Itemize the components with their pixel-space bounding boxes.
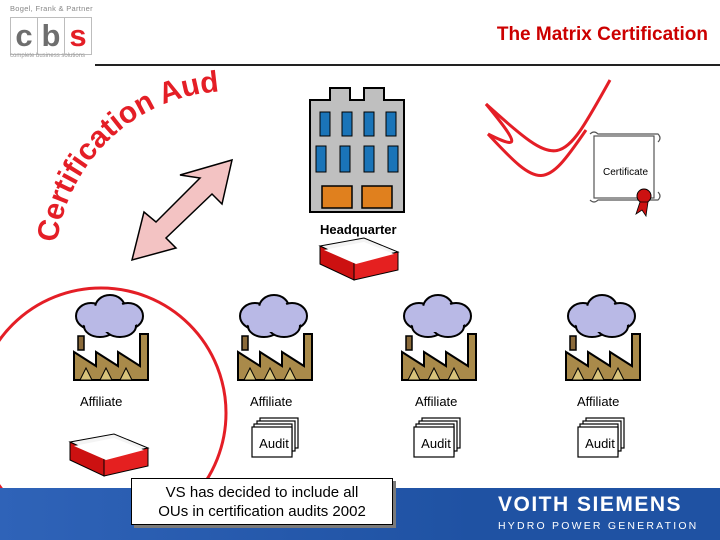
footer-brand: VOITH SIEMENS [498, 493, 683, 516]
audit-label-4: Audit [585, 436, 615, 451]
audit-doc-4: Audit [578, 425, 622, 455]
affiliate-label-4: Affiliate [577, 394, 620, 409]
audit-doc-3: Audit [414, 425, 458, 455]
headquarter-label: Headquarter [320, 222, 397, 237]
header-divider [95, 64, 720, 66]
callout-line-2: OUs in certification audits 2002 [158, 503, 366, 520]
logo-company-name: Bogel, Frank & Partner [10, 4, 93, 13]
audit-label-2: Audit [259, 436, 289, 451]
connector-right [485, 79, 612, 153]
hq-manual-book-icon [319, 237, 399, 281]
affiliate-label-1: Affiliate [80, 394, 123, 409]
affiliate-factory-3 [401, 294, 477, 381]
footer-tagline: HYDRO POWER GENERATION [498, 520, 699, 532]
affiliate-label-3: Affiliate [415, 394, 458, 409]
affiliate-label-2: Affiliate [250, 394, 293, 409]
audit-label-3: Audit [421, 436, 451, 451]
audit-doc-2: Audit [252, 425, 296, 455]
logo-tagline: complete business solutions [10, 53, 86, 59]
affiliate-factory-4 [565, 294, 641, 381]
connector-right-inner [486, 129, 588, 177]
headquarter-building-icon [309, 87, 405, 213]
double-arrow-icon [130, 158, 234, 262]
affiliate-factory-2 [237, 294, 313, 381]
certificate-scroll-icon [589, 131, 661, 218]
callout-line-1: VS has decided to include all [165, 484, 359, 501]
logo-letter-s: s [64, 17, 92, 55]
logo-letter-c: c [10, 17, 38, 55]
page-title: The Matrix Certification [496, 24, 708, 45]
affiliate-factory-1 [73, 294, 149, 381]
certificate-label: Certificate [603, 167, 649, 178]
callout-box: VS has decided to include all OUs in cer… [131, 478, 393, 525]
affiliate-manual-book-icon [69, 433, 149, 477]
